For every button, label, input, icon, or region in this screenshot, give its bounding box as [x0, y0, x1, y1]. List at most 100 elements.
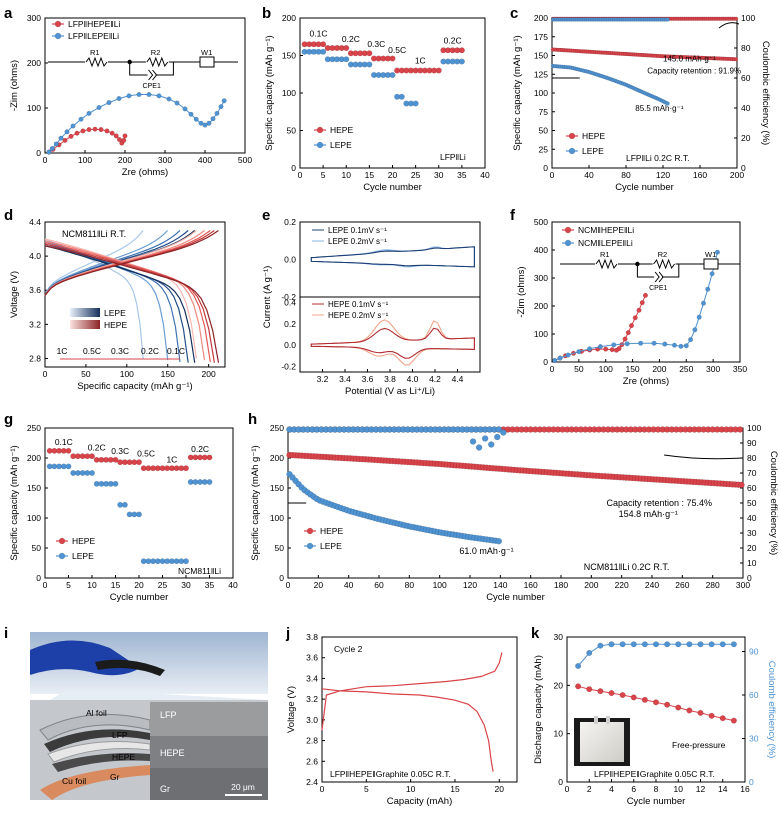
- data-point: [597, 344, 603, 350]
- data-point: [78, 116, 84, 122]
- x-tick-label: 0: [43, 155, 48, 165]
- data-point: [488, 441, 495, 448]
- sem-label-gr: Gr: [160, 784, 170, 794]
- data-point: [64, 129, 70, 135]
- rate-label: 1C: [415, 56, 426, 66]
- y-tick-label: 500: [534, 217, 548, 227]
- panel-label: k: [531, 625, 540, 642]
- x-tick-label: 300: [158, 155, 172, 165]
- legend-label: LEPE 0.2mV s⁻¹: [328, 237, 387, 246]
- x-tick-label: 3.4: [339, 374, 351, 384]
- data-point: [611, 342, 617, 348]
- data-point: [671, 342, 677, 348]
- y-tick-label: 3.2: [29, 319, 41, 329]
- data-point: [113, 133, 119, 139]
- y-tick-label: 200: [282, 13, 296, 23]
- x-tick-label: 80: [405, 580, 415, 590]
- data-point: [89, 453, 95, 460]
- y-tick-label: 250: [270, 423, 284, 433]
- data-point: [306, 527, 314, 535]
- x-tick-label: 200: [652, 364, 666, 374]
- y-axis-label: Specific capacity (mAh g⁻¹): [9, 445, 20, 560]
- x-axis-label: Cycle number: [486, 592, 545, 603]
- annotation: LFP‖Li 0.2C R.T.: [626, 153, 690, 163]
- x-tick-label: 0: [286, 580, 291, 590]
- panel-title: Cycle 2: [334, 644, 363, 654]
- x-tick-label: 200: [730, 170, 744, 180]
- pouch-tab: [606, 716, 610, 724]
- x-tick-label: 20: [388, 170, 398, 180]
- data-point: [166, 96, 172, 102]
- panel-label: f: [510, 207, 516, 224]
- y-tick-label: 4.4: [29, 217, 41, 227]
- y-tick-label: 2.4: [306, 777, 318, 787]
- x-tick-label: 20: [134, 580, 144, 590]
- x-axis-label: Cycle number: [627, 796, 686, 807]
- x-tick-label: 200: [118, 155, 132, 165]
- x-tick-label: 30: [434, 170, 444, 180]
- legend-label: LFP‖LEPE‖Li: [68, 31, 119, 41]
- data-point: [89, 470, 95, 476]
- data-point: [49, 145, 55, 151]
- y-tick-label: 0: [558, 777, 563, 787]
- x-tick-label: 60: [374, 580, 384, 590]
- y-tick-label: 150: [270, 483, 284, 493]
- circuit-label-cpe1: CPE1: [143, 83, 161, 90]
- resistor-r2: [146, 56, 169, 68]
- x-tick-label: 4.4: [452, 374, 464, 384]
- data-point: [700, 300, 706, 306]
- plot-frame: [44, 17, 246, 154]
- x-tick-label: 100: [599, 364, 613, 374]
- data-point: [641, 696, 648, 703]
- data-point: [730, 717, 737, 724]
- sem-label-hepe: HEPE: [160, 748, 185, 758]
- data-point: [686, 707, 693, 714]
- x-tick-label: 150: [625, 364, 639, 374]
- data-point: [697, 709, 704, 716]
- data-point: [675, 641, 682, 648]
- x-tick-label: 40: [584, 170, 594, 180]
- x-tick-label: 8: [654, 784, 659, 794]
- y-tick-label: 0: [291, 163, 296, 173]
- legend-label: LEPE: [320, 541, 342, 551]
- y2-tick-label: 70: [747, 468, 757, 478]
- x-tick-label: 300: [706, 364, 720, 374]
- x-axis-label: Zre (ohms): [122, 167, 168, 178]
- data-point: [625, 330, 631, 336]
- data-point: [683, 343, 689, 349]
- annotation: Free-pressure: [672, 740, 726, 750]
- data-point: [641, 641, 648, 648]
- data-point: [557, 355, 563, 361]
- panel-label: g: [4, 411, 13, 428]
- y2-tick-label: 80: [741, 43, 751, 53]
- data-point: [389, 55, 396, 62]
- y-tick-label: -0.2: [281, 292, 296, 302]
- legend-label: LFP‖HEPE‖Li: [68, 19, 120, 29]
- legend-label: NCM‖HEPE‖Li: [578, 225, 634, 235]
- x-tick-label: 50: [81, 369, 91, 379]
- x-tick-label: 15: [450, 784, 460, 794]
- data-point: [193, 116, 199, 122]
- data-point: [182, 106, 188, 112]
- data-point: [481, 435, 489, 442]
- data-point: [70, 123, 76, 129]
- data-point: [653, 641, 660, 648]
- legend-label: HEPE 0.1mV s⁻¹: [328, 300, 389, 309]
- rate-label: 0.3C: [367, 39, 385, 49]
- y-tick-label: 50: [275, 543, 285, 553]
- data-point: [500, 429, 507, 436]
- data-point: [714, 249, 720, 255]
- data-point: [104, 128, 110, 134]
- x-tick-label: 3.2: [317, 374, 329, 384]
- data-point: [62, 137, 68, 143]
- data-point: [665, 101, 670, 106]
- y-tick-label: 0.4: [284, 297, 296, 307]
- data-point: [697, 641, 704, 648]
- data-point: [603, 346, 609, 352]
- x-tick-label: 100: [433, 580, 447, 590]
- panel-label: e: [262, 207, 270, 224]
